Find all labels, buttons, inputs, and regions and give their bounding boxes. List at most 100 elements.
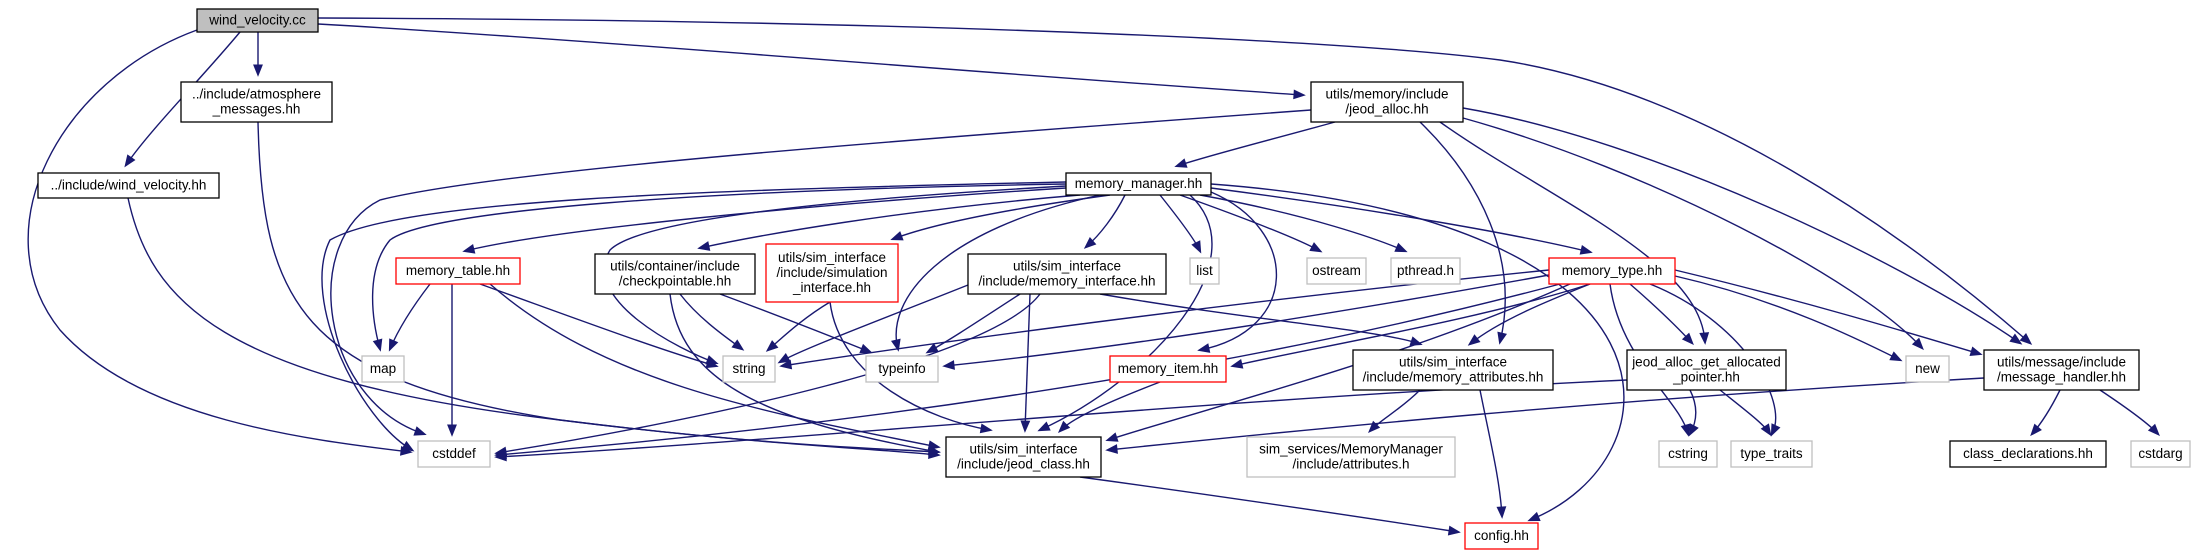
- edge-jeodalloc-to-memmgr: [1176, 121, 1336, 167]
- edge-getalloc-to-typetraits: [1719, 389, 1771, 435]
- node-memmgr[interactable]: memory_manager.hh: [1065, 172, 1212, 196]
- edge-memiface-to-memattr: [1099, 293, 1421, 345]
- node-typetraits[interactable]: type_traits: [1730, 440, 1813, 468]
- node-label: class_declarations.hh: [1963, 446, 2093, 461]
- node-memiface[interactable]: utils/sim_interface/include/memory_inter…: [967, 253, 1167, 295]
- node-mmattrs[interactable]: sim_services/MemoryManager/include/attri…: [1246, 436, 1456, 478]
- node-jeodclass[interactable]: utils/sim_interface/include/jeod_class.h…: [945, 436, 1102, 478]
- edge-wind_cc-to-cstddef: [27, 29, 411, 453]
- arrowhead: [124, 154, 136, 168]
- arrowhead: [372, 338, 383, 352]
- arrowhead: [705, 358, 719, 369]
- node-box: [1189, 257, 1220, 285]
- node-box: [1306, 257, 1367, 285]
- edge-memmgr-to-memtable: [464, 187, 1067, 252]
- node-label: string: [732, 361, 765, 376]
- arrowhead: [388, 338, 399, 352]
- node-classdecl[interactable]: class_declarations.hh: [1949, 440, 2107, 468]
- node-memtable[interactable]: memory_table.hh: [395, 257, 521, 285]
- edge-wind_cc-to-jeodalloc: [317, 23, 1304, 96]
- arrowhead: [1497, 331, 1507, 345]
- node-windhh[interactable]: ../include/wind_velocity.hh: [37, 172, 220, 199]
- node-label: memory_item.hh: [1118, 361, 1219, 376]
- node-label: _pointer.hh: [1672, 370, 1740, 385]
- node-cstring[interactable]: cstring: [1658, 440, 1718, 468]
- edge-memmgr-to-simiface: [892, 194, 1111, 240]
- node-cstddef[interactable]: cstddef: [417, 440, 491, 468]
- edge-memtable-to-string: [479, 283, 717, 367]
- arrowhead: [1197, 343, 1211, 353]
- node-label: utils/sim_interface: [778, 250, 886, 265]
- node-label: cstddef: [432, 446, 476, 461]
- node-config[interactable]: config.hh: [1464, 522, 1539, 550]
- arrowhead: [1467, 334, 1481, 346]
- edge-wind_cc-to-windhh: [125, 31, 241, 166]
- node-getalloc[interactable]: jeod_alloc_get_allocated_pointer.hh: [1626, 349, 1787, 391]
- node-label: /message_handler.hh: [1997, 370, 2126, 385]
- node-memitem[interactable]: memory_item.hh: [1109, 355, 1227, 383]
- node-msghandler[interactable]: utils/message/include/message_handler.hh: [1983, 349, 2140, 391]
- node-atmo[interactable]: ../include/atmosphere_messages.hh: [180, 81, 333, 123]
- edge-memmgr-to-checkpt: [699, 194, 1081, 249]
- arrowhead: [2019, 333, 2033, 345]
- arrowhead: [401, 440, 415, 452]
- node-box: [1390, 257, 1461, 285]
- arrowhead: [1394, 242, 1408, 253]
- node-simiface[interactable]: utils/sim_interface/include/simulation_i…: [765, 243, 899, 303]
- edge-memiface-to-cstddef: [496, 293, 1041, 454]
- node-box: [1626, 349, 1787, 391]
- arrowhead: [413, 426, 427, 436]
- node-box: [1464, 522, 1539, 550]
- node-label: cstdarg: [2138, 446, 2182, 461]
- arrowhead: [253, 64, 263, 77]
- node-wind_cc[interactable]: wind_velocity.cc: [196, 8, 319, 33]
- node-box: [1109, 355, 1227, 383]
- node-label: utils/container/include: [610, 259, 740, 274]
- edge-memtype-to-cstddef: [496, 283, 1561, 456]
- node-label: /include/memory_interface.hh: [978, 274, 1155, 289]
- arrowhead: [1105, 432, 1119, 442]
- node-typeinfo[interactable]: typeinfo: [865, 355, 939, 383]
- node-list[interactable]: list: [1189, 257, 1220, 285]
- edge-memmgr-to-cstddef: [321, 181, 1067, 451]
- arrowhead: [1527, 511, 1541, 522]
- arrowhead: [779, 359, 793, 370]
- arrowhead: [925, 343, 939, 354]
- node-box: [1548, 257, 1676, 285]
- node-ostream[interactable]: ostream: [1306, 257, 1367, 285]
- edge-memmgr-to-list: [1159, 194, 1201, 252]
- arrowhead: [1083, 237, 1097, 249]
- edge-memmgr-to-memitem: [1199, 191, 1278, 351]
- arrowhead: [2147, 423, 2160, 437]
- edge-memiface-to-jeodclass: [1024, 293, 1031, 431]
- node-map[interactable]: map: [361, 355, 405, 383]
- edge-memtype-to-new: [1674, 275, 1901, 361]
- node-label: new: [1915, 361, 1940, 376]
- node-box: [1352, 349, 1554, 391]
- arrowhead: [1191, 240, 1202, 254]
- arrowhead: [1105, 444, 1118, 454]
- node-pthread[interactable]: pthread.h: [1390, 257, 1461, 285]
- arrowhead: [1496, 506, 1507, 519]
- node-string[interactable]: string: [722, 355, 776, 383]
- node-checkpt[interactable]: utils/container/include/checkpointable.h…: [594, 253, 756, 295]
- node-jeodalloc[interactable]: utils/memory/include/jeod_alloc.hh: [1310, 81, 1464, 123]
- arrowhead: [1760, 423, 1772, 437]
- arrowhead: [777, 353, 791, 364]
- node-box: [594, 253, 756, 295]
- node-cstdarg[interactable]: cstdarg: [2130, 440, 2191, 468]
- node-label: _messages.hh: [212, 102, 301, 117]
- arrowhead: [1020, 420, 1031, 433]
- node-box: [1949, 440, 2107, 468]
- arrowhead: [1037, 421, 1051, 432]
- edge-jeodalloc-to-getalloc: [1439, 121, 1706, 343]
- arrowhead: [1680, 423, 1691, 437]
- node-box: [395, 257, 521, 285]
- node-memattr[interactable]: utils/sim_interface/include/memory_attri…: [1352, 349, 1554, 391]
- edge-memattr-to-config: [1479, 389, 1503, 517]
- node-label: pthread.h: [1397, 263, 1454, 278]
- node-new[interactable]: new: [1905, 355, 1950, 383]
- node-memtype[interactable]: memory_type.hh: [1548, 257, 1676, 285]
- node-label: /jeod_alloc.hh: [1345, 102, 1428, 117]
- arrowhead: [942, 360, 955, 370]
